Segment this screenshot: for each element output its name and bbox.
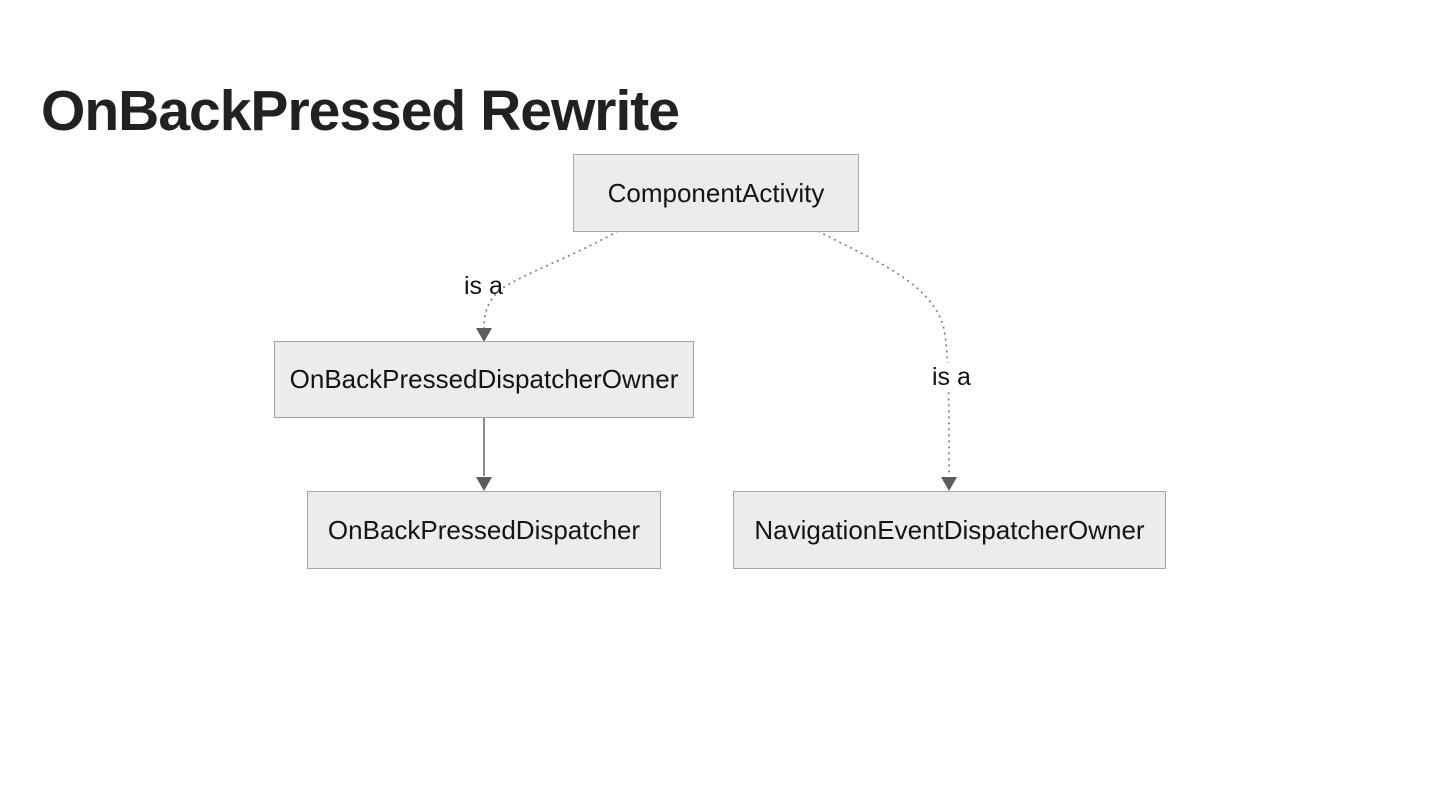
node-onbackpresseddispatcherowner: OnBackPressedDispatcherOwner: [274, 341, 694, 418]
node-onbackpresseddispatcher-label: OnBackPressedDispatcher: [327, 514, 641, 545]
edge-onbackpresseddispatcherowner-to-onbackpresseddispatcher: [476, 418, 492, 491]
node-componentactivity: ComponentActivity: [573, 154, 859, 232]
edge-label-is-a-left: is a: [464, 272, 503, 300]
edge-componentactivity-to-onbackpresseddispatcherowner: [476, 230, 619, 342]
arrowhead-icon: [476, 477, 492, 491]
edge-componentactivity-to-navigationeventdispatcherowner: [817, 230, 957, 491]
node-navigationeventdispatcherowner: NavigationEventDispatcherOwner: [733, 491, 1166, 569]
page-title: OnBackPressed Rewrite: [41, 79, 680, 143]
arrowhead-icon: [941, 477, 957, 491]
node-componentactivity-label: ComponentActivity: [607, 177, 825, 208]
edge-label-is-a-right: is a: [928, 363, 975, 392]
arrowhead-icon: [476, 328, 492, 342]
node-onbackpresseddispatcherowner-label: OnBackPressedDispatcherOwner: [289, 364, 679, 394]
node-onbackpresseddispatcher: OnBackPressedDispatcher: [307, 491, 661, 569]
node-navigationeventdispatcherowner-label: NavigationEventDispatcherOwner: [754, 514, 1145, 545]
